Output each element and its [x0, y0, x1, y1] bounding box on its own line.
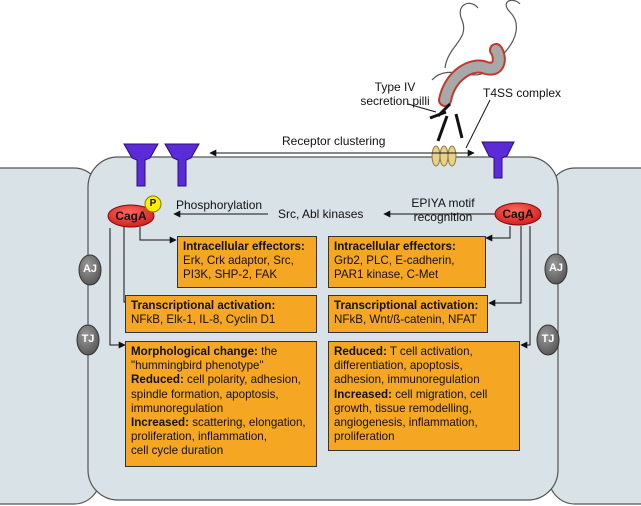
- caga-left-oval: [107, 204, 155, 228]
- right-outcome-box: Reduced: T cell activation, differentiat…: [328, 341, 520, 451]
- left-reduced-title: Reduced:: [131, 373, 184, 387]
- tj-left-label: TJ: [81, 333, 95, 345]
- tj-right-oval: [536, 324, 560, 356]
- left-reduced-line2: spindle formation, apoptosis,: [131, 387, 279, 401]
- left-morph-title: Morphological change:: [131, 345, 258, 358]
- phospho-label: P: [149, 198, 157, 209]
- left-transcription-box: Transcriptional activation: NFkB, Elk-1,…: [125, 295, 317, 333]
- right-reduced-line3: adhesion, immunoregulation: [334, 373, 480, 387]
- t4ss-complex: [431, 145, 457, 167]
- left-effectors-title: Intracellular effectors:: [183, 240, 305, 253]
- left-reduced-rest: cell polarity, adhesion,: [183, 373, 301, 387]
- aj-right-oval: [544, 253, 568, 285]
- caga-right-oval: [494, 202, 542, 226]
- left-morph-box: Morphological change: the "hummingbird p…: [125, 341, 317, 467]
- right-effectors-title: Intracellular effectors:: [334, 240, 456, 253]
- receptor-right: [481, 141, 515, 179]
- epiya-label-line2: recognition: [413, 210, 473, 224]
- right-reduced-line1: Reduced: T cell activation,: [334, 345, 514, 359]
- right-effectors-line1: Grb2, PLC, E-cadherin,: [334, 254, 455, 268]
- left-transcription-title: Transcriptional activation:: [131, 299, 276, 312]
- left-morph-line2: "hummingbird phenotype": [131, 359, 264, 373]
- src-abl-label: Src, Abl kinases: [278, 207, 364, 221]
- tj-right-label: TJ: [541, 333, 555, 345]
- left-effectors-line1: Erk, Crk adaptor, Src,: [183, 254, 294, 268]
- caga-right-label: CagA: [502, 207, 534, 221]
- type-iv-pointer: [407, 103, 437, 113]
- right-increased-rest: cell migration, cell: [392, 387, 488, 401]
- tj-left-oval: [76, 324, 100, 356]
- receptor-clustering-label: Receptor clustering: [282, 134, 386, 148]
- right-increased-line2: growth, tissue remodelling,: [334, 401, 472, 415]
- t4ss-pointer: [465, 99, 491, 149]
- aj-left-label: AJ: [82, 263, 98, 275]
- right-increased-line4: proliferation: [334, 430, 395, 444]
- right-increased-title: Increased:: [334, 387, 392, 401]
- type-iv-label-line1: Type IV: [374, 80, 416, 94]
- right-transcription-title: Transcriptional activation:: [334, 299, 479, 312]
- left-increased-line2: proliferation, inflammation,: [131, 430, 267, 444]
- right-signaling-arrows: [485, 226, 531, 349]
- secretion-pili: [429, 102, 464, 142]
- right-reduced-title: Reduced:: [334, 345, 387, 358]
- right-effectors-box: Intracellular effectors: Grb2, PLC, E-ca…: [328, 236, 486, 288]
- right-increased-line1: Increased: cell migration, cell: [334, 388, 514, 402]
- right-transcription-line1: NFkB, Wnt/ß-catenin, NFAT: [334, 313, 477, 327]
- phospho-circle: [144, 195, 162, 213]
- t4ss-label: T4SS complex: [483, 86, 562, 100]
- right-increased-line3: angiogenesis, inflammation,: [334, 416, 478, 430]
- left-transcription-line1: NFkB, Elk-1, IL-8, Cyclin D1: [131, 313, 276, 327]
- left-reduced-line3: immunoregulation: [131, 401, 224, 415]
- receptor-left-1: [123, 143, 159, 187]
- helicobacter-bacterium: [431, 0, 521, 107]
- epiya-label-line1: EPIYA motif: [411, 196, 475, 210]
- type-iv-label-line2: secretion pilli: [360, 94, 430, 108]
- left-morph-rest: the: [257, 345, 278, 358]
- left-effectors-line2: PI3K, SHP-2, FAK: [183, 268, 278, 282]
- left-increased-title: Increased:: [131, 416, 189, 430]
- right-reduced-line2: differentiation, apoptosis,: [334, 359, 463, 373]
- right-transcription-box: Transcriptional activation: NFkB, Wnt/ß-…: [328, 295, 488, 333]
- right-neighbor-cell: [548, 167, 641, 505]
- left-reduced-line1: Reduced: cell polarity, adhesion,: [131, 373, 311, 387]
- receptor-left-2: [164, 143, 200, 187]
- left-morph-line1: Morphological change: the: [131, 345, 311, 359]
- phosphorylation-label: Phosphorylation: [176, 198, 263, 212]
- caga-left-label: CagA: [115, 209, 147, 223]
- right-reduced-rest: T cell activation,: [386, 345, 473, 358]
- aj-left-oval: [78, 254, 102, 286]
- left-increased-line3: cell cycle duration: [131, 444, 224, 458]
- right-effectors-line2: PAR1 kinase, C-Met: [334, 268, 439, 282]
- epiya-label: EPIYA motif recognition: [400, 196, 486, 224]
- left-increased-line1: Increased: scattering, elongation,: [131, 416, 311, 430]
- type-iv-label: Type IV secretion pilli: [350, 80, 440, 108]
- left-effectors-box: Intracellular effectors: Erk, Crk adapto…: [177, 236, 317, 288]
- aj-right-label: AJ: [548, 262, 564, 274]
- left-increased-rest: scattering, elongation,: [189, 416, 306, 430]
